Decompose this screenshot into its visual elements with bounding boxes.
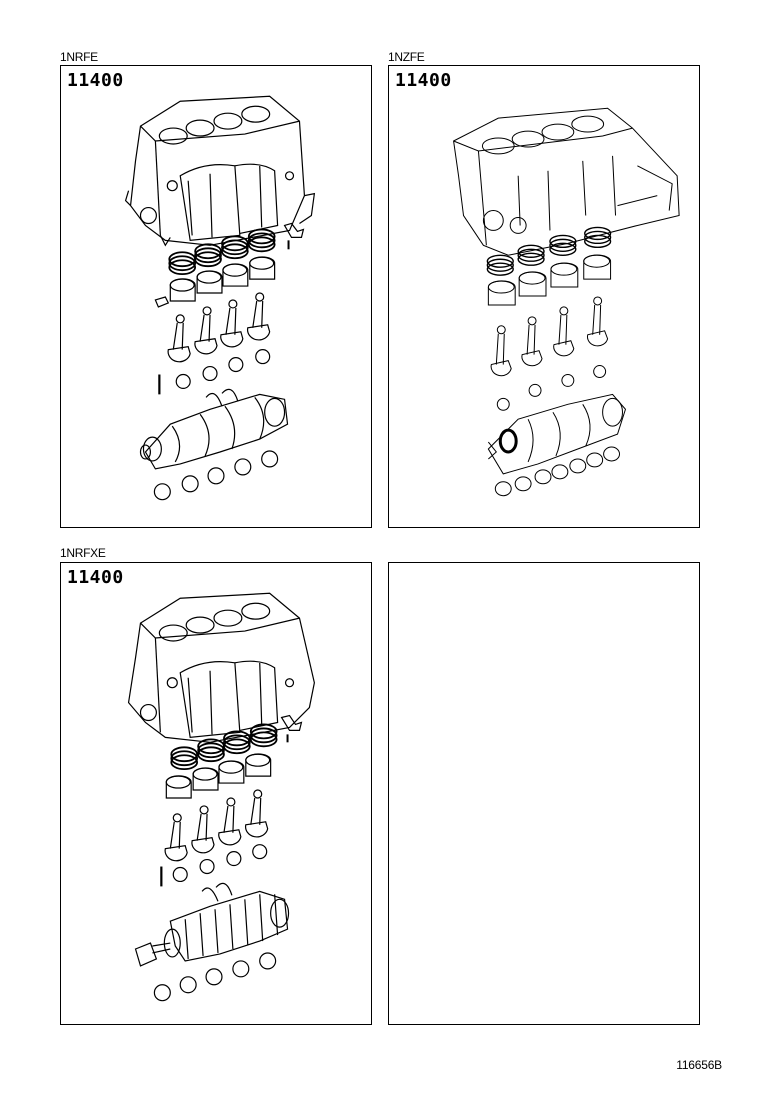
crankshaft-icon	[488, 394, 625, 473]
thrust-washers-icon	[206, 389, 238, 406]
pistons-icon	[155, 257, 274, 307]
parts-panel-1nrfxe[interactable]: 11400	[60, 562, 372, 1025]
part-number-label: 11400	[67, 70, 124, 91]
piston-rings-icon	[169, 229, 274, 274]
sensor-bracket-icon	[282, 716, 302, 743]
piston-rings-icon	[171, 724, 276, 769]
engine-exploded-illustration[interactable]	[61, 563, 371, 1024]
cylinder-block-icon	[126, 96, 315, 245]
piston-rings-icon	[487, 227, 610, 275]
rod-bearings-icon	[161, 845, 266, 887]
crankshaft-icon	[140, 394, 287, 469]
variant-label-1nrfxe: 1NRFXE	[60, 546, 106, 560]
parts-panel-1nzfe[interactable]: 11400	[388, 65, 700, 528]
cylinder-block-icon	[454, 108, 680, 255]
variant-label-1nrfe: 1NRFE	[60, 50, 98, 64]
rod-bearings-icon	[497, 366, 605, 411]
pistons-icon	[488, 255, 610, 305]
main-bearings-icon	[495, 447, 619, 496]
connecting-rods-icon	[491, 297, 607, 376]
sensor-bracket-icon	[285, 223, 304, 249]
connecting-rods-icon	[168, 293, 270, 362]
document-id: 116656B	[676, 1058, 722, 1072]
pistons-icon	[166, 754, 270, 798]
crankshaft-icon	[136, 891, 289, 966]
part-number-label: 11400	[67, 567, 124, 588]
parts-panel-empty	[388, 562, 700, 1025]
engine-exploded-illustration[interactable]	[389, 66, 699, 527]
engine-exploded-illustration[interactable]	[61, 66, 371, 527]
part-number-label: 11400	[395, 70, 452, 91]
variant-label-1nzfe: 1NZFE	[388, 50, 425, 64]
thrust-washers-icon	[202, 883, 232, 901]
main-bearings-icon	[154, 451, 277, 500]
parts-panel-1nrfe[interactable]: 11400	[60, 65, 372, 528]
connecting-rods-icon	[165, 790, 268, 861]
rod-bearings-icon	[159, 350, 269, 395]
cylinder-block-icon	[129, 593, 315, 742]
main-bearings-icon	[154, 953, 275, 1001]
